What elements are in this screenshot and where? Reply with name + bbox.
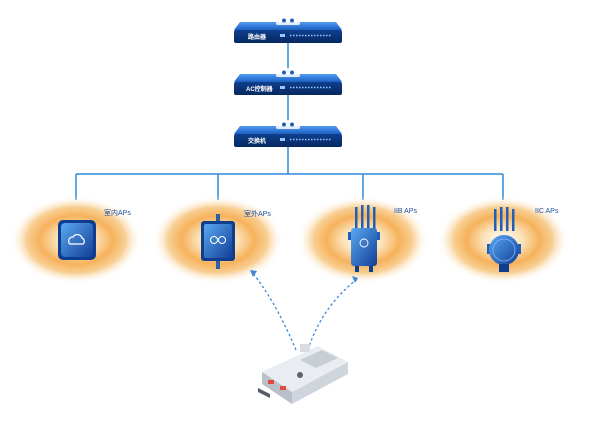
iic-ap <box>487 207 521 272</box>
ac-controller-label: AC控制器 <box>246 87 273 93</box>
ac-controller-device <box>234 68 342 95</box>
wifi-rings-icon <box>210 236 226 244</box>
backbone-links <box>75 42 504 200</box>
iic-ap-label: IIC APs <box>535 208 559 215</box>
outdoor-ap <box>201 214 235 269</box>
robot-vehicle <box>258 344 348 404</box>
router-device <box>234 16 342 43</box>
switch-label: 交换机 <box>248 139 267 145</box>
wireless-links <box>250 270 358 351</box>
cloud-icon <box>68 234 85 245</box>
indoor-ap <box>58 220 96 260</box>
outdoor-ap-label: 室外APs <box>244 211 271 218</box>
iib-ap <box>348 205 380 272</box>
router-label: 路由器 <box>248 35 267 41</box>
iib-ap-label: IIB APs <box>394 208 417 215</box>
switch-device <box>234 120 342 147</box>
indoor-ap-label: 室内APs <box>104 210 131 217</box>
